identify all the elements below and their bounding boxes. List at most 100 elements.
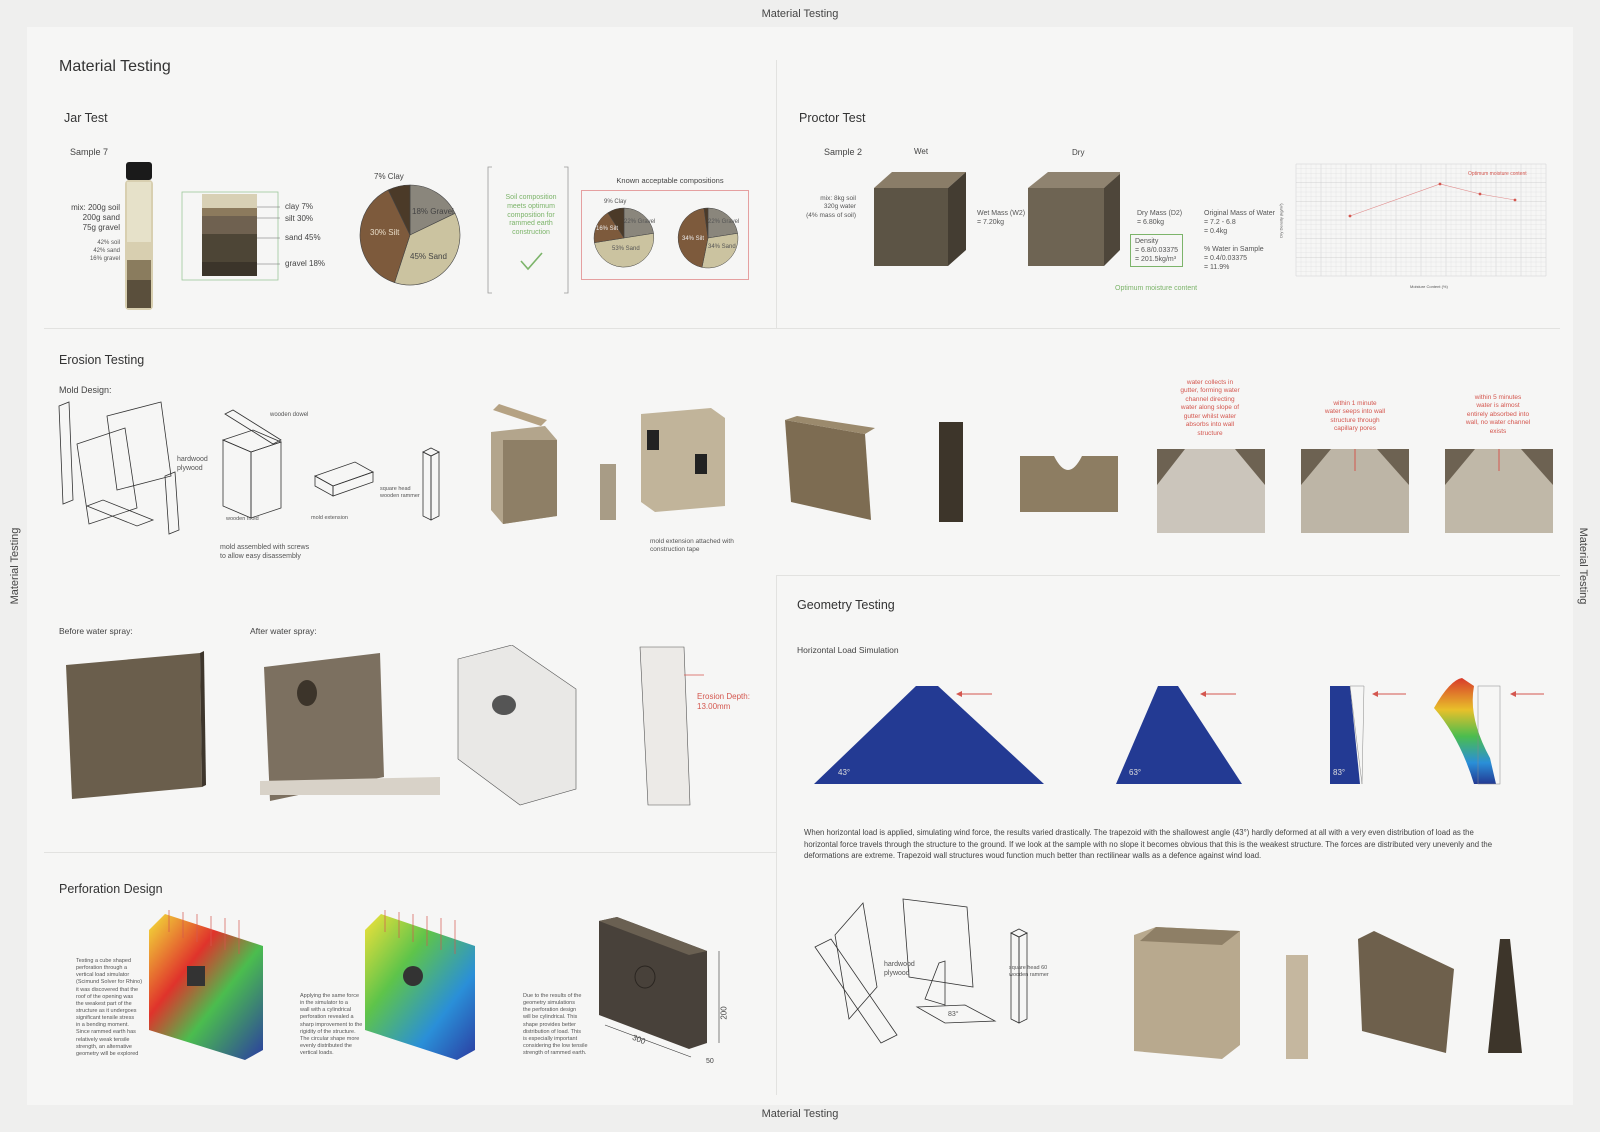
jar-water — [127, 182, 151, 242]
mold-side-panel — [58, 401, 74, 505]
proctor-water-percent: % Water in Sample = 0.4/0.03375 = 11.9% — [1204, 246, 1264, 272]
pie-slice-silt — [359, 189, 411, 283]
label-extension-attached: mold extension attached with constructio… — [650, 538, 734, 554]
dry-cube-side — [1104, 174, 1120, 266]
jar-pie-chart — [359, 184, 461, 286]
geom-label-hardwood: hardwood plywood — [884, 961, 915, 978]
proctor-chart-note: Optimum moisture content — [1468, 171, 1527, 177]
known-a-clay: 9% Clay — [604, 199, 627, 205]
rammer-front — [422, 451, 432, 521]
wooden-dowel — [224, 409, 282, 445]
round-perforation — [403, 966, 423, 986]
layer-silt-label: silt 30% — [285, 214, 314, 223]
proctor-chart-xlabel: Moisture Content (%) — [1410, 284, 1448, 289]
proctor-mix: mix: 8kg soil 320g water (4% mass of soi… — [806, 195, 856, 219]
geom-rammer-top — [1010, 928, 1028, 938]
geom-rammer-side — [1018, 932, 1028, 1024]
mold-extension-front — [314, 475, 334, 497]
jar-sand-layer — [127, 260, 151, 280]
proctor-density-box: Density = 6.8/0.03375 = 201.5kg/m³ — [1130, 234, 1184, 268]
geom-back-panel — [902, 898, 974, 988]
pie-label-clay: 7% Clay — [374, 172, 404, 181]
proctor-chart-grid — [1295, 163, 1547, 277]
horizontal-load-subtitle: Horizontal Load Simulation — [797, 645, 899, 655]
perforation-note-2: Applying the same force in the simulator… — [300, 993, 363, 1057]
geometry-testing-title: Geometry Testing — [797, 598, 895, 612]
edge-label-top: Material Testing — [761, 8, 839, 20]
scan-erosion-hole — [492, 695, 516, 715]
final-wall-perforation — [634, 965, 656, 989]
label-wooden-mold: wooden mold — [226, 516, 259, 522]
erosion-note-3: within 5 minutes water is almost entirel… — [1465, 394, 1531, 435]
wall-before-spray — [66, 653, 202, 799]
proctor-chart-points — [1348, 182, 1517, 218]
jar-zoom-gravel — [202, 262, 257, 276]
dry-cube-front — [1028, 188, 1104, 266]
label-wooden-dowel: wooden dowel — [270, 412, 309, 418]
mold-exploded-drawing — [58, 401, 440, 535]
jar-zoom-silt — [202, 216, 257, 234]
jar-zoom-top — [202, 194, 257, 208]
geom-trapezoid-end — [924, 960, 946, 1006]
wall-after-spray — [264, 653, 384, 801]
wet-cube-top — [874, 172, 966, 188]
divider-h-top — [44, 328, 1560, 329]
dim-line-width — [604, 1024, 692, 1058]
proctor-wet-mass: Wet Mass (W2) = 7.20kg — [977, 210, 1026, 227]
label-square-rammer: square head wooden rammer — [380, 486, 420, 500]
angle-label-63: 63° — [1129, 768, 1142, 777]
divider-v-top — [776, 60, 777, 328]
soil-note: Soil composition meets optimum compositi… — [505, 194, 557, 236]
dim-height: 200 — [719, 1006, 729, 1020]
jar-zoom-sand — [202, 234, 257, 262]
perforation-design-title: Perforation Design — [59, 882, 163, 896]
jar-sample-label: Sample 7 — [70, 147, 109, 157]
jar-lid — [126, 162, 152, 180]
geom-side-panel — [834, 902, 878, 1020]
label-mold-assembled: mold assembled with screws to allow easy… — [220, 544, 310, 561]
known-b-silt: 34% Silt — [682, 236, 705, 242]
proctor-wet-label: Wet — [914, 147, 929, 156]
erosion-testing-title: Erosion Testing — [59, 353, 145, 367]
trapezoid-43 — [814, 686, 1044, 784]
geom-label-rammer: square head 60 wooden rammer — [1009, 965, 1049, 979]
label-hardwood-plywood: hardwood plywood — [177, 456, 208, 473]
known-a-sand: 53% Sand — [612, 246, 640, 252]
photo-wall-sample — [785, 420, 871, 520]
mold-photos — [491, 404, 963, 524]
wooden-mold-top — [221, 429, 283, 453]
edge-label-left: Material Testing — [9, 527, 21, 605]
proctor-water-mass: Original Mass of Water = 7.2 - 6.8 = 0.4… — [1204, 210, 1275, 236]
proctor-test-title: Proctor Test — [799, 111, 866, 125]
wet-cube-front — [874, 188, 948, 266]
wooden-mold-side — [250, 441, 282, 519]
proctor-chart — [1295, 163, 1547, 277]
angle-label-43: 43° — [838, 768, 851, 777]
proctor-dry-label: Dry — [1072, 148, 1085, 157]
dim-depth: 50 — [706, 1058, 714, 1065]
erosion-note-2: within 1 minute water seeps into wall st… — [1324, 400, 1386, 433]
proctor-point-4 — [1513, 198, 1517, 202]
perforation-note-3: Due to the results of the geometry simul… — [523, 993, 588, 1057]
geom-photo-wall — [1358, 931, 1454, 1053]
geom-base-panel — [915, 1004, 997, 1024]
geom-front-panel — [814, 938, 898, 1044]
proctor-cubes — [874, 172, 1120, 266]
mold-extension-side — [332, 471, 374, 497]
proctor-sample-label: Sample 2 — [824, 147, 863, 157]
pie-label-silt: 30% Silt — [370, 228, 400, 237]
layer-clay-label: clay 7% — [285, 202, 314, 211]
geometry-mold-drawing — [814, 898, 1028, 1044]
rammer-side — [430, 451, 440, 521]
known-compositions-title: Known acceptable compositions — [616, 176, 724, 185]
geom-photo-mold — [1134, 927, 1240, 1059]
pie-label-gravel: 18% Gravel — [412, 207, 454, 216]
proctor-chart-ylabel: Dry Density (kg/m³) — [1278, 203, 1284, 238]
divider-v-bottom — [776, 575, 777, 1095]
erosion-depth: Erosion Depth: 13.00mm — [697, 692, 750, 711]
erosion-note-1: water collects in gutter, forming water … — [1180, 379, 1240, 437]
jar-mix-percent: 42% soil 42% sand 16% gravel — [89, 240, 120, 262]
proctor-point-2 — [1438, 182, 1442, 186]
erosion-closeups — [1157, 449, 1553, 533]
check-icon — [520, 252, 543, 271]
